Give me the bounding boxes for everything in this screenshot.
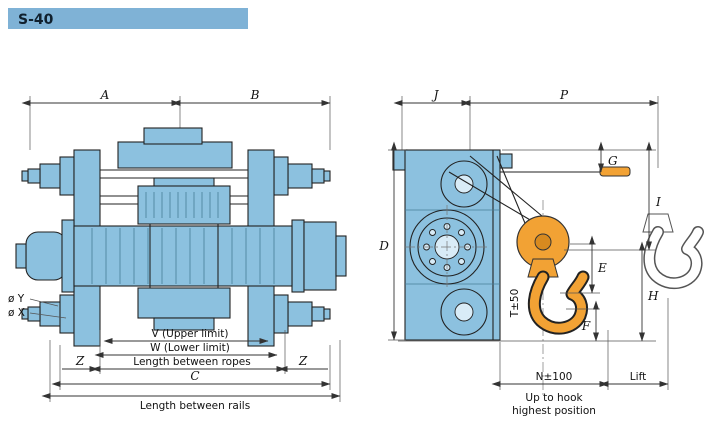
- front-top-dimensions: A B: [21, 88, 331, 150]
- length-between-rails-label: Length between rails: [140, 400, 250, 412]
- hook-note-line2: highest position: [512, 405, 596, 417]
- dim-p-label: P: [559, 88, 569, 102]
- front-bottom-dimensions: V (Upper limit) W (Lower limit) Z Z Leng…: [41, 328, 341, 412]
- side-view: J P: [378, 88, 698, 417]
- dim-g-label: G: [608, 154, 618, 168]
- hook: [534, 277, 583, 328]
- dim-b-label: B: [250, 88, 260, 102]
- gearbox: [303, 221, 337, 291]
- side-frame: [392, 149, 513, 341]
- hook-block: [516, 215, 583, 328]
- dia-y-label: ø Y: [8, 293, 25, 305]
- dim-n-label: N±100: [536, 371, 573, 383]
- header: S-40: [8, 8, 248, 29]
- lower-block: [137, 287, 231, 319]
- dim-d-label: D: [378, 239, 389, 253]
- dim-z-left-label: Z: [75, 354, 85, 368]
- upper-rope-guide: [137, 185, 231, 225]
- title-bar: [8, 8, 248, 29]
- ghost-hook: [642, 213, 698, 283]
- top-cover: [143, 127, 203, 145]
- front-trolley-body: [15, 127, 347, 347]
- front-wheel: [59, 156, 75, 196]
- dim-a-label: A: [100, 88, 110, 102]
- dim-c-label: C: [190, 369, 199, 383]
- rope-anchor: [599, 166, 631, 177]
- hook-note-line1: Up to hook: [525, 392, 583, 404]
- dim-j-label: J: [431, 88, 440, 102]
- frame-cross-box: [117, 141, 233, 169]
- side-vertical-dimensions: D G I E H F T±50: [378, 141, 661, 342]
- side-top-dimensions: J P: [393, 88, 659, 168]
- dim-z-right-label: Z: [298, 354, 308, 368]
- dim-t-label: T±50: [509, 289, 521, 319]
- dia-x-label: ø X: [8, 307, 25, 319]
- upper-limit-label: V (Upper limit): [152, 328, 229, 340]
- front-wheel: [59, 294, 75, 334]
- bolt-circle: [423, 223, 471, 271]
- side-bottom-dimensions: N±100 Lift Up to hook highest position: [491, 298, 669, 417]
- front-wheel: [273, 294, 289, 334]
- side-ropes: [448, 155, 631, 229]
- dim-i-label: I: [655, 195, 661, 209]
- dim-e-label: E: [597, 261, 607, 275]
- drum-grooves: [91, 228, 275, 284]
- model-title: S-40: [18, 12, 54, 28]
- lower-limit-label: W (Lower limit): [150, 342, 230, 354]
- dim-h-label: H: [647, 289, 659, 303]
- guide-springs: [145, 192, 219, 218]
- wheel-diameter-callouts: ø Y ø X: [8, 293, 67, 319]
- motor: [25, 231, 67, 281]
- dim-f-label: F: [581, 319, 591, 333]
- rope-drum: [73, 225, 293, 287]
- front-wheel: [273, 156, 289, 196]
- front-view: A B: [8, 88, 347, 412]
- lift-label: Lift: [630, 371, 646, 383]
- length-between-ropes-label: Length between ropes: [133, 356, 250, 368]
